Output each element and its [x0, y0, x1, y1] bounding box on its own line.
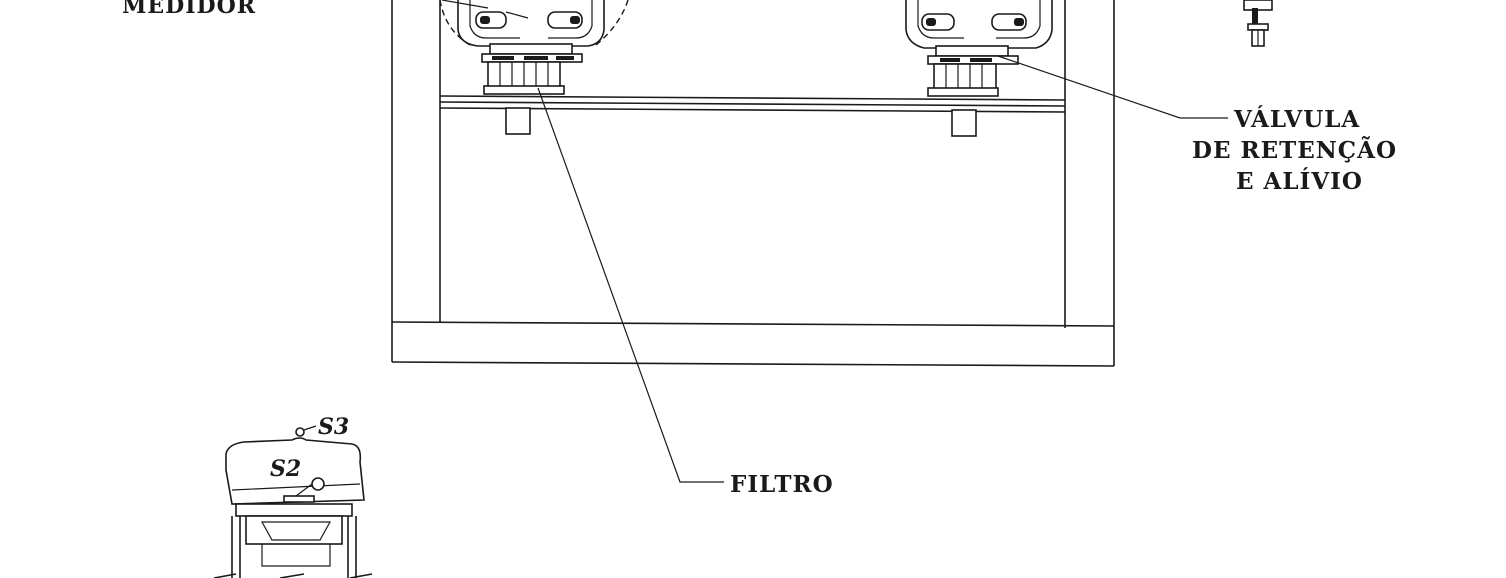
label-valvula-line2: DE RETENÇÃO [1192, 137, 1397, 164]
right-pump-assembly [905, 0, 1053, 137]
label-valvula-line3: E ALÍVIO [1236, 168, 1363, 195]
top-right-fitting [1243, 0, 1273, 47]
leader-lines [441, 0, 1228, 483]
label-s2: S2 [270, 456, 301, 482]
label-filtro: FILTRO [730, 471, 834, 498]
bottom-left-unit [213, 425, 373, 578]
left-pump-assembly [439, 0, 629, 135]
support-frame [391, 0, 1115, 367]
label-medidor: MEDIDOR [122, 0, 256, 19]
label-valvula-line1: VÁLVULA [1233, 106, 1360, 133]
label-s3: S3 [318, 414, 349, 440]
